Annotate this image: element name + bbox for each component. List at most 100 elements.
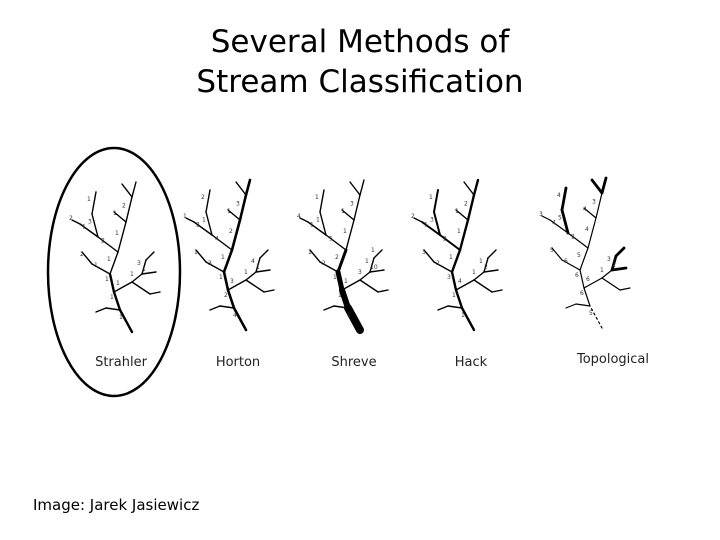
segment-order-number: 2 [322, 260, 326, 267]
image-credit-caption: Image: Jarek Jasiewicz [33, 496, 200, 514]
stream-segment [454, 288, 464, 310]
stream-segment [369, 257, 375, 273]
stream-segment [91, 213, 99, 238]
stream-segment [450, 248, 462, 274]
stream-segment [245, 271, 257, 281]
segment-order-number: 2 [464, 201, 468, 208]
stream-segment [359, 279, 379, 293]
method-label-shreve: Shreve [331, 355, 376, 370]
stream-segment [112, 290, 122, 312]
stream-segment [344, 304, 364, 334]
method-label-hack: Hack [455, 355, 488, 370]
stream-segment [238, 193, 248, 222]
segment-order-number: 1 [82, 224, 86, 231]
segment-order-number: 3 [88, 219, 92, 226]
stream-segment [549, 219, 569, 234]
stream-segment [460, 306, 476, 332]
stream-segment [450, 270, 458, 292]
stream-segment [560, 186, 568, 212]
stream-segment [413, 217, 423, 223]
stream-segment [336, 248, 348, 274]
segment-order-number: 2 [571, 234, 575, 241]
segment-order-number: 10 [370, 264, 378, 271]
segment-order-number: 1 [347, 312, 351, 319]
stream-segment [131, 281, 151, 295]
stream-segment [131, 181, 137, 198]
segment-order-number: 1 [194, 249, 198, 256]
segment-order-number: 6 [586, 276, 590, 283]
segment-order-number: 1 [365, 258, 369, 265]
stream-segment [79, 223, 99, 238]
stream-segment [472, 178, 480, 197]
method-label-topological: Topological [576, 352, 649, 367]
segment-order-number: 2 [224, 292, 228, 299]
stream-segment [125, 196, 133, 223]
segment-order-number: 2 [80, 251, 84, 258]
stream-segment [353, 194, 361, 221]
stream-segment [345, 219, 355, 251]
segment-order-number: 1 [371, 247, 375, 254]
stream-segment [307, 221, 327, 236]
stream-segment [359, 179, 365, 196]
segment-order-number: 3 [208, 260, 212, 267]
stream-segment [601, 269, 613, 279]
segment-order-number: 1 [338, 292, 342, 299]
segment-order-number: 3 [447, 274, 451, 281]
slide-title: Several Methods of Stream Classification [0, 22, 720, 102]
stream-segment [579, 269, 585, 289]
stream-segment [319, 189, 325, 213]
stream-segment [263, 289, 275, 293]
stream-segment [491, 289, 503, 293]
stream-segment [583, 207, 597, 219]
segment-order-number: 3 [358, 269, 362, 276]
stream-segment [145, 251, 155, 261]
segment-order-number: 5 [550, 247, 554, 254]
stream-segment [541, 215, 551, 221]
stream-segment [323, 305, 335, 311]
segment-order-number: 1 [115, 230, 119, 237]
stream-segment [235, 181, 247, 196]
stream-segment [205, 261, 225, 273]
segment-order-number: 2 [101, 238, 105, 245]
segment-order-number: 4 [552, 220, 556, 227]
stream-segment [205, 189, 211, 213]
stream-segment [222, 270, 230, 292]
stream-segment [335, 269, 345, 293]
stream-segment [455, 209, 469, 221]
segment-order-number: 1 [87, 196, 91, 203]
stream-segment [141, 259, 147, 275]
segment-order-number: 2 [612, 262, 616, 269]
stream-segment [551, 247, 563, 261]
segment-order-number: 6 [575, 272, 579, 279]
segment-order-number: 1 [479, 258, 483, 265]
stream-segment [437, 305, 449, 311]
stream-segment [141, 271, 157, 275]
stream-segment [319, 261, 339, 273]
stream-segment [232, 306, 248, 332]
stream-segment [319, 211, 327, 236]
segment-order-number: 1 [113, 210, 117, 217]
segment-order-number: 1 [308, 249, 312, 256]
segment-order-number: 1 [227, 208, 231, 215]
stream-segment [433, 211, 441, 236]
stream-segment [473, 271, 485, 281]
stream-segment [447, 305, 463, 309]
segment-order-number: 4 [251, 258, 255, 265]
segment-order-number: 5 [329, 236, 333, 243]
stream-segment [483, 269, 499, 273]
segment-order-number: 2 [122, 203, 126, 210]
stream-segment [421, 221, 441, 236]
segment-order-number: 6 [580, 290, 584, 297]
stream-segment [113, 281, 133, 293]
segment-order-number: 1 [341, 208, 345, 215]
stream-segment [483, 257, 489, 273]
stream-segment [600, 176, 608, 195]
segment-order-number: 1 [343, 228, 347, 235]
stream-segment [105, 307, 121, 311]
segment-order-number: 1 [449, 254, 453, 261]
segment-order-number: 1 [94, 262, 98, 269]
segment-order-number: 4 [297, 213, 301, 220]
segment-order-number: 1 [424, 222, 428, 229]
